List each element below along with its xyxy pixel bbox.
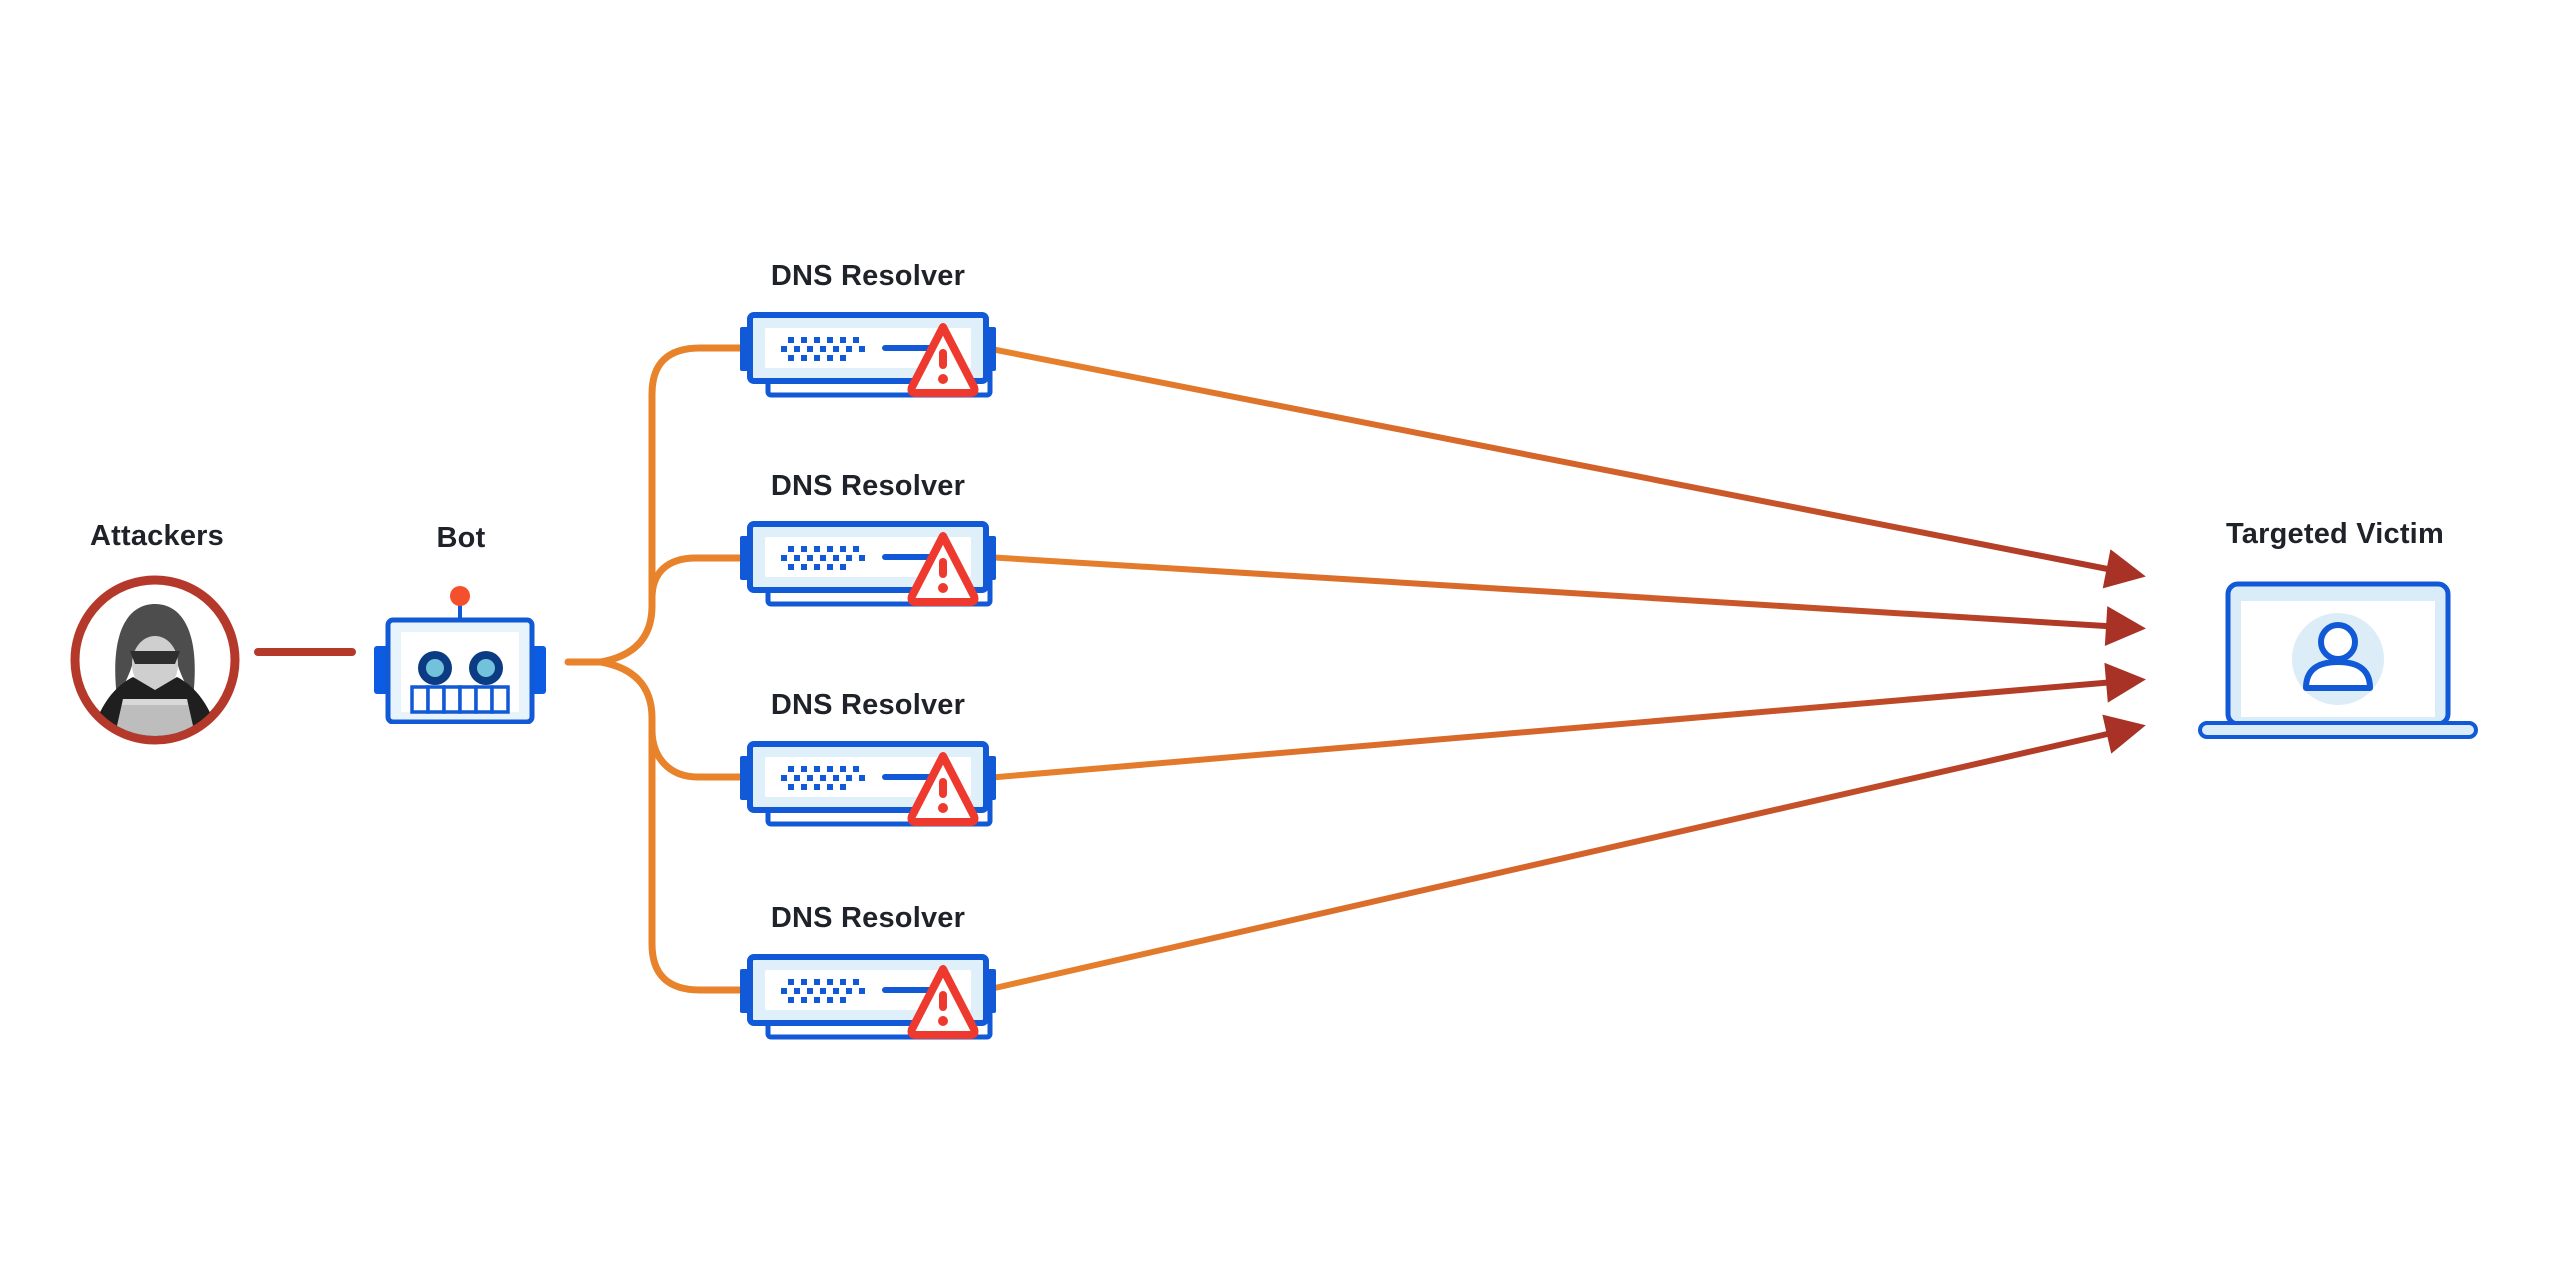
targeted-victim-label: Targeted Victim [2226,518,2444,550]
laptop-user-icon [2198,580,2478,740]
dns-resolver-label: DNS Resolver [770,260,966,292]
dns-resolver-label: DNS Resolver [770,902,966,934]
dns-resolver-label: DNS Resolver [770,689,966,721]
bot-label: Bot [436,522,486,554]
server-alert-icon [740,307,1000,419]
edge-bot-to-resolvers [564,344,748,994]
robot-icon [374,582,546,724]
attackers-label: Attackers [90,520,224,552]
edge-resolvers-to-victim [983,345,2146,993]
server-alert-icon [740,736,1000,848]
server-alert-icon [740,949,1000,1061]
dns-resolver-label: DNS Resolver [770,470,966,502]
hacker-icon [67,572,243,748]
server-alert-icon [740,516,1000,628]
